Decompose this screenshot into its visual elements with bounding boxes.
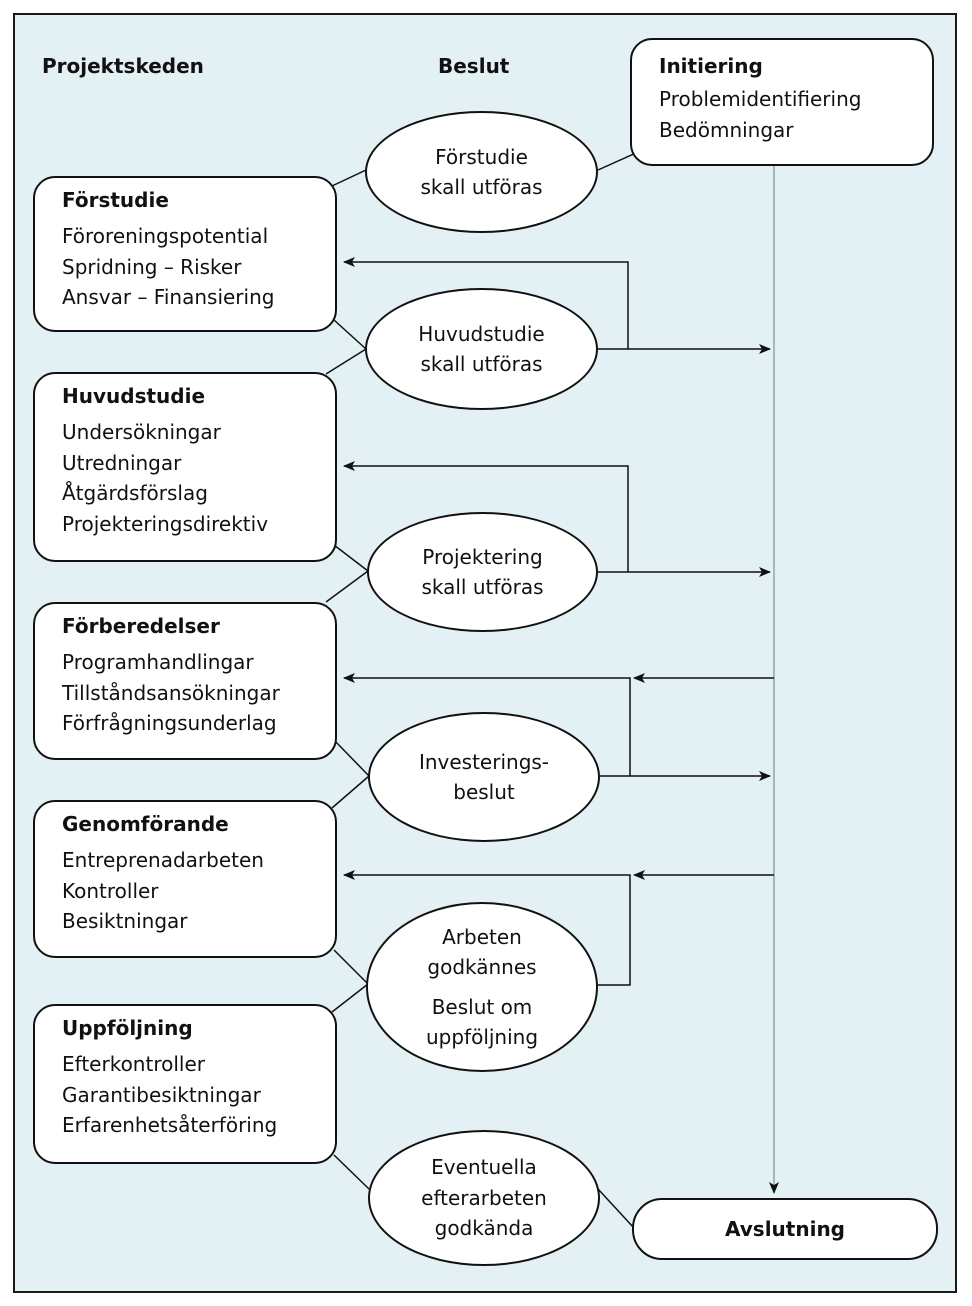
stage-item: Ansvar – Finansiering: [62, 285, 275, 309]
decision-huvudstudie: Huvudstudie skall utföras: [365, 288, 598, 410]
connector-decision5-uppfoljning: [331, 983, 369, 1013]
connector-genomforande-decision5: [333, 949, 369, 985]
connector-decision4-genomforande: [331, 775, 370, 809]
connector-forstudie-decision2: [333, 319, 367, 350]
stage-item: Undersökningar: [62, 420, 221, 444]
initiation-box: Initiering Problemidentifiering Bedömnin…: [630, 38, 934, 166]
connector-forberedelser-decision4: [333, 739, 370, 777]
connector-decision1-forstudie: [331, 169, 367, 187]
decision-text: skall utföras: [420, 352, 543, 376]
stage-box-uppfoljning: Uppföljning Efterkontroller Garantibesik…: [33, 1004, 337, 1164]
initiation-title: Initiering: [659, 54, 763, 78]
decision-text: efterarbeten: [421, 1185, 547, 1210]
connector-uppfoljning-decision6: [333, 1154, 370, 1190]
arrow-decision2-feedback: [343, 257, 629, 349]
stage-item: Entreprenadarbeten: [62, 848, 264, 872]
decision-text: Beslut om: [431, 994, 533, 1019]
decision-text: Förstudie: [435, 144, 528, 169]
stage-item: Tillståndsansökningar: [62, 680, 280, 705]
decision-text: skall utföras: [420, 175, 543, 199]
stage-title: Uppföljning: [62, 1016, 193, 1040]
decision-text: Eventuella: [431, 1155, 537, 1180]
stage-item: Programhandlingar: [62, 650, 254, 674]
decision-text: skall utföras: [421, 575, 544, 599]
stage-item: Kontroller: [62, 878, 159, 903]
decision-investering: Investerings- beslut: [368, 712, 600, 842]
stage-item: Utredningar: [62, 450, 182, 475]
end-box: Avslutning: [632, 1198, 938, 1260]
decision-text: uppföljning: [425, 1025, 539, 1049]
stage-item: Föroreningspotential: [62, 224, 269, 248]
stage-item: Efterkontroller: [62, 1052, 205, 1076]
stage-item: Förfrågningsunderlag: [62, 711, 277, 735]
decision-text: godkända: [434, 1216, 534, 1241]
stage-item: Projekteringsdirektiv: [62, 511, 269, 536]
connector-huvudstudie-decision3: [333, 544, 369, 572]
connector-decision3-forberedelser: [325, 570, 369, 603]
stage-title: Huvudstudie: [62, 384, 206, 408]
connector-init-decision1: [597, 151, 639, 171]
decision-forstudie: Förstudie skall utföras: [365, 111, 598, 233]
decision-text: Arbeten: [442, 924, 522, 949]
stages-header: Projektskeden: [42, 54, 204, 78]
decisions-header: Beslut: [438, 54, 510, 78]
stage-box-forberedelser: Förberedelser Programhandlingar Tillstån…: [33, 602, 337, 760]
stage-title: Förstudie: [62, 188, 169, 212]
decision-text: Investerings-: [418, 749, 550, 774]
initiation-item: Problemidentifiering: [659, 87, 862, 111]
decision-projektering: Projektering skall utföras: [367, 512, 598, 632]
connector-decision2-huvudstudie: [325, 348, 367, 375]
arrow-decision4-feedback: [343, 673, 631, 776]
arrow-decision5-feedback: [343, 870, 631, 986]
decision-text: Projektering: [422, 544, 543, 569]
decision-text: Huvudstudie: [418, 321, 545, 346]
stage-box-genomforande: Genomförande Entreprenadarbeten Kontroll…: [33, 800, 337, 958]
stage-item: Besiktningar: [62, 909, 188, 933]
decision-text: beslut: [453, 780, 515, 804]
decision-text: godkännes: [427, 955, 537, 979]
connector-decision6-end: [597, 1188, 635, 1229]
decision-efterarbeten: Eventuella efterarbeten godkända: [368, 1130, 600, 1266]
stage-box-forstudie: Förstudie Föroreningspotential Spridning…: [33, 176, 337, 332]
stage-title: Genomförande: [62, 812, 229, 836]
stage-item: Erfarenhetsåterföring: [62, 1113, 278, 1137]
stage-item: Åtgärdsförslag: [62, 481, 208, 505]
stage-item: Garantibesiktningar: [62, 1082, 261, 1107]
arrow-decision3-feedback: [343, 461, 629, 572]
stage-box-huvudstudie: Huvudstudie Undersökningar Utredningar Å…: [33, 372, 337, 562]
stage-title: Förberedelser: [62, 614, 220, 638]
decision-arbeten: Arbeten godkännes Beslut om uppföljning: [366, 902, 598, 1072]
stage-item: Spridning – Risker: [62, 254, 242, 279]
initiation-item: Bedömningar: [659, 117, 794, 142]
